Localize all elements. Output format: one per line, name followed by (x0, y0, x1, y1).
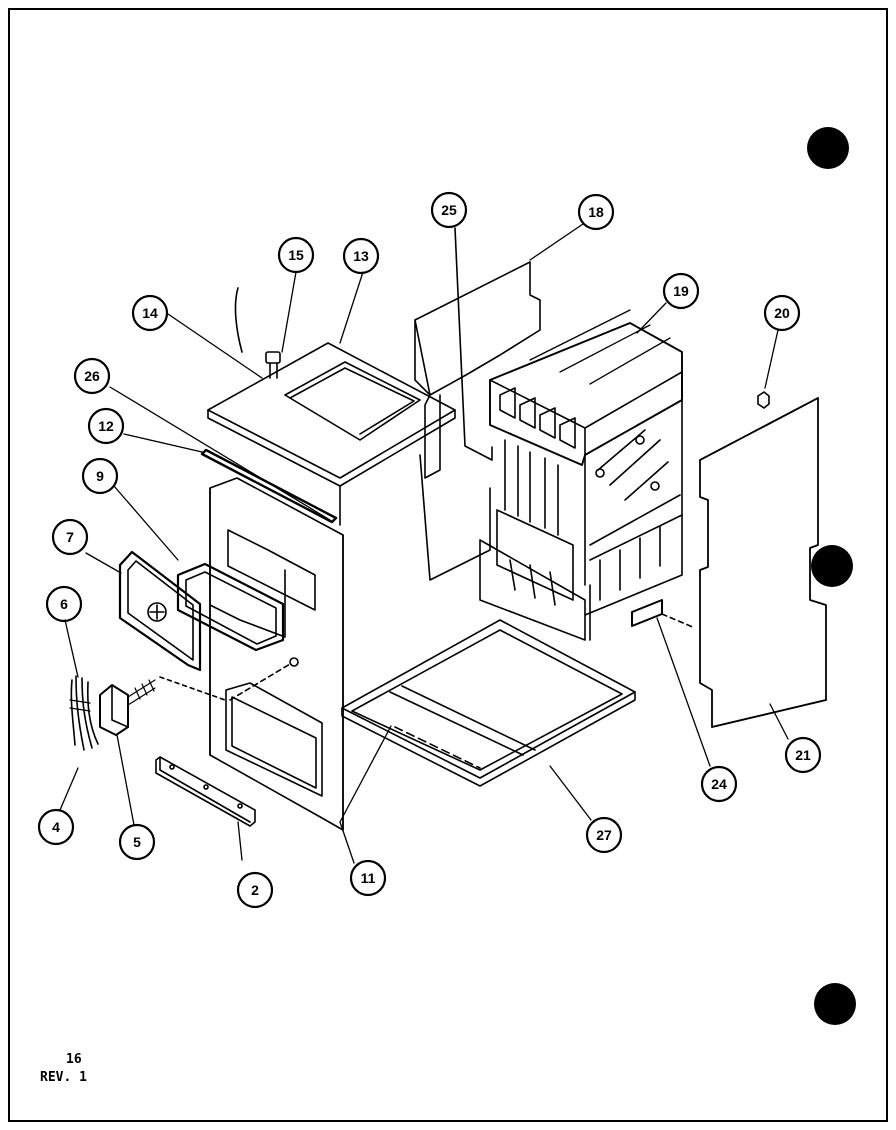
top-panel-part (207, 342, 456, 526)
callout-label-4: 4 (52, 819, 60, 835)
strip-part (200, 448, 338, 524)
page-number: 16 (66, 1052, 82, 1067)
callout-circles (37, 191, 822, 909)
gasket-part (176, 562, 285, 652)
rear-baffle-part (414, 261, 541, 581)
callout-label-19: 19 (673, 283, 689, 299)
callout-label-24: 24 (711, 776, 727, 792)
wire-part (234, 287, 243, 353)
callout-label-27: 27 (596, 827, 612, 843)
callout-label-26: 26 (84, 368, 100, 384)
cabinet-panel-part (159, 477, 344, 831)
callout-label-5: 5 (133, 834, 141, 850)
callout-label-7: 7 (66, 529, 74, 545)
callout-label-15: 15 (288, 247, 304, 263)
punch-hole-bottom (814, 983, 856, 1025)
callout-label-12: 12 (98, 418, 114, 434)
callout-label-13: 13 (353, 248, 369, 264)
revision-label: REV. 1 (40, 1070, 87, 1085)
access-door-part (118, 550, 202, 672)
pilot-bracket-part (631, 599, 696, 629)
callout-label-9: 9 (96, 468, 104, 484)
switch-part (99, 679, 156, 736)
callout-label-25: 25 (441, 202, 457, 218)
bottom-pan-part (341, 619, 636, 787)
callout-label-18: 18 (588, 204, 604, 220)
bracket-part (155, 756, 256, 827)
wire-harness-part (69, 675, 99, 751)
leader-lines (59, 223, 789, 864)
rod-part (454, 227, 493, 461)
grommet-part (265, 351, 281, 379)
callout-label-2: 2 (251, 882, 259, 898)
nut-part (757, 391, 770, 409)
callout-label-14: 14 (142, 305, 158, 321)
punch-hole-middle (811, 545, 853, 587)
callout-label-21: 21 (795, 747, 811, 763)
callout-label-20: 20 (774, 305, 790, 321)
callout-label-6: 6 (60, 596, 68, 612)
punch-hole-top (807, 127, 849, 169)
burner-assembly (479, 494, 683, 641)
heat-exchanger-part (489, 309, 683, 616)
callout-label-11: 11 (361, 870, 376, 886)
side-panel-part (699, 397, 827, 728)
